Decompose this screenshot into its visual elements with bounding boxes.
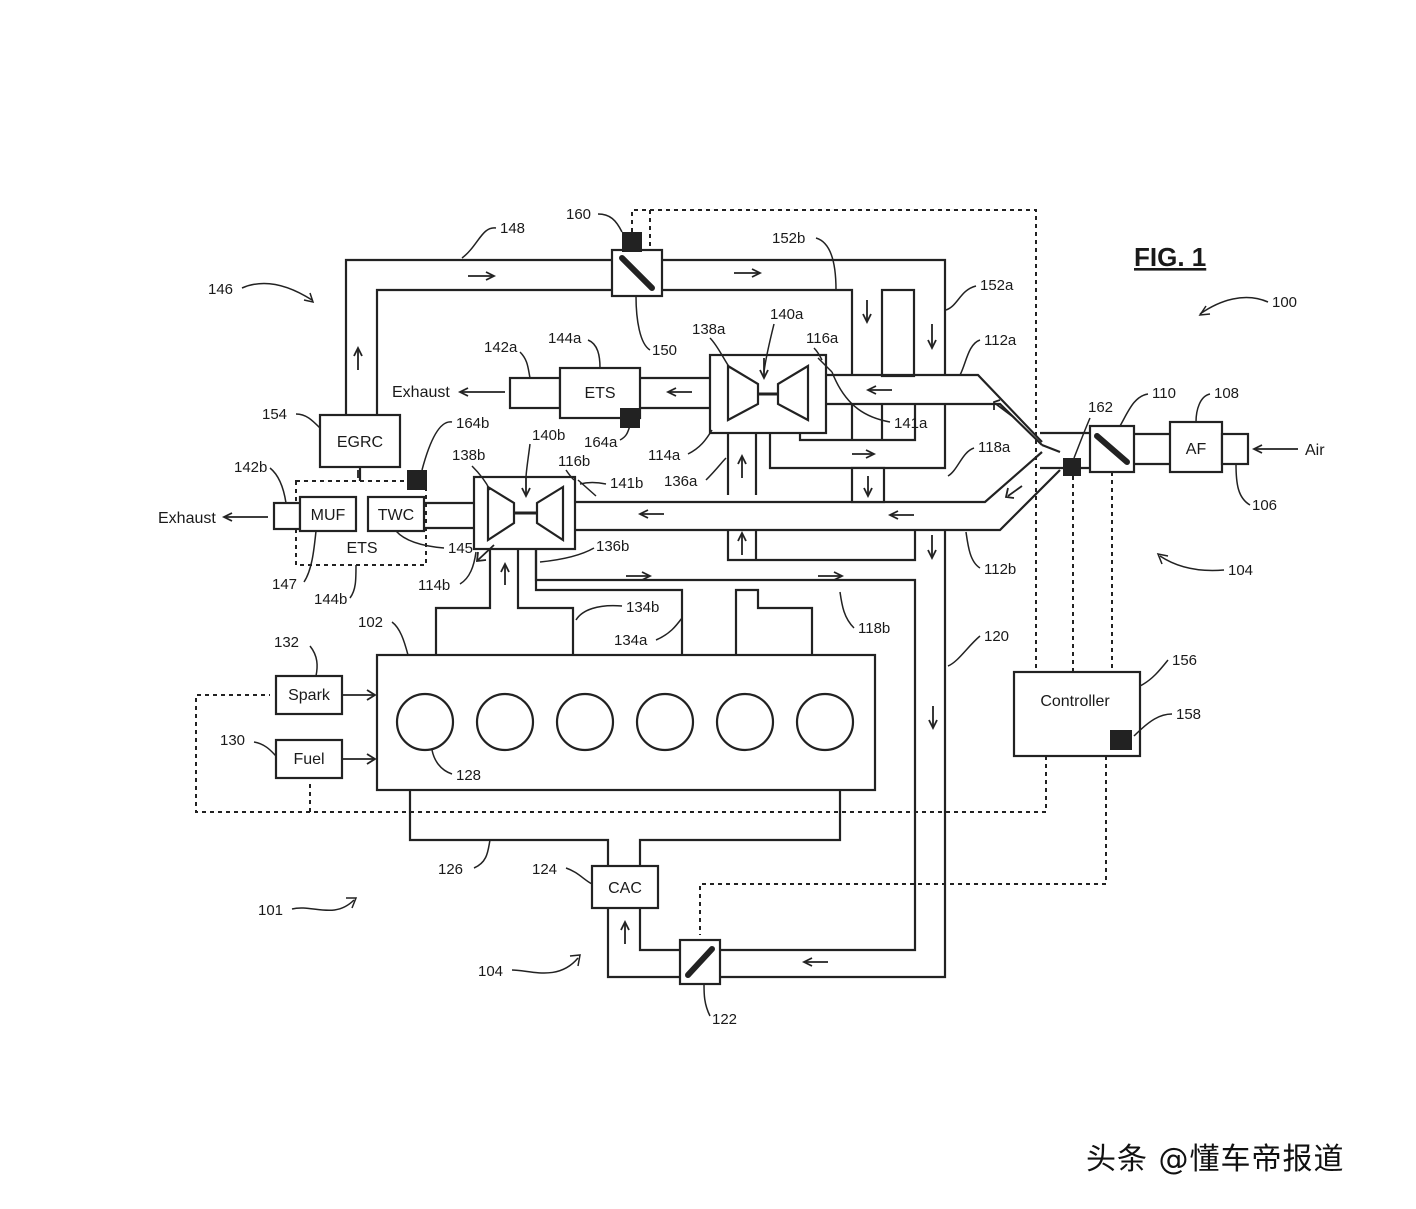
ref-126: 126: [438, 861, 463, 878]
af-label: AF: [1186, 441, 1207, 458]
ref-158: 158: [1176, 706, 1201, 723]
ref-144a: 144a: [548, 330, 582, 347]
muf-label: MUF: [311, 507, 346, 524]
exhaust-passages-b: [434, 530, 947, 979]
memory-158: [1110, 730, 1132, 750]
ref-154: 154: [262, 406, 287, 423]
ref-134b: 134b: [626, 599, 659, 616]
ref-114b: 114b: [418, 577, 450, 594]
ref-110: 110: [1152, 385, 1176, 402]
throttle-122: [678, 938, 722, 986]
egr-cooler-154: EGRC: [318, 413, 402, 481]
control-signal-lines: [195, 209, 1113, 935]
controller-156: Controller: [1012, 670, 1142, 758]
ref-120: 120: [984, 628, 1009, 645]
egrc-label: EGRC: [337, 434, 383, 451]
ref-128: 128: [456, 767, 481, 784]
sensor-164a: [620, 408, 640, 428]
ref-142b: 142b: [234, 459, 267, 476]
ref-134a: 134a: [614, 632, 648, 649]
air-inlet: Air: [1251, 442, 1325, 459]
ref-164b: 164b: [456, 415, 489, 432]
ref-132: 132: [274, 634, 299, 651]
ref-104b: 104: [478, 963, 503, 980]
cac-label: CAC: [608, 880, 642, 897]
fuel-130: Fuel: [274, 738, 377, 780]
figure-title: FIG. 1: [1134, 242, 1206, 272]
ref-138b: 138b: [452, 447, 485, 464]
ref-104a: 104: [1228, 562, 1253, 579]
turbocharger-a: [708, 353, 833, 435]
ref-144b: 144b: [314, 591, 347, 608]
ref-116b: 116b: [558, 453, 590, 470]
ref-114a: 114a: [648, 447, 681, 464]
ref-118b: 118b: [858, 620, 890, 637]
ref-102: 102: [358, 614, 383, 631]
exhaust-a-label: Exhaust: [392, 384, 450, 401]
exhaust-outlet-a: Exhaust: [392, 384, 505, 401]
twc-label: TWC: [378, 507, 414, 524]
ref-152a: 152a: [980, 277, 1014, 294]
sensor-162: [1063, 458, 1081, 476]
spark-label: Spark: [288, 687, 331, 704]
ref-118a: 118a: [978, 439, 1011, 456]
ref-141a: 141a: [894, 415, 928, 432]
ref-122: 122: [712, 1011, 737, 1028]
ets-a: ETS: [508, 366, 710, 428]
ets-b: MUF TWC ETS: [272, 470, 474, 566]
throttle-110: [1088, 424, 1136, 474]
ref-142a: 142a: [484, 339, 518, 356]
reference-numerals: 100 146 148 160 152b 152a 150 142a 144a …: [208, 206, 1297, 1028]
ref-164a: 164a: [584, 434, 618, 451]
ref-140a: 140a: [770, 306, 804, 323]
ref-130: 130: [220, 732, 245, 749]
ref-124: 124: [532, 861, 557, 878]
ref-112b: 112b: [984, 561, 1016, 578]
ets-b-label: ETS: [346, 540, 377, 557]
sensor-164b: [407, 470, 427, 490]
exhaust-outlet-b: Exhaust: [158, 510, 268, 527]
sensor-160: [622, 232, 642, 252]
ref-160: 160: [566, 206, 591, 223]
turbocharger-b: [472, 475, 597, 551]
ref-147: 147: [272, 576, 297, 593]
ref-108: 108: [1214, 385, 1239, 402]
ets-a-label: ETS: [584, 385, 615, 402]
ref-112a: 112a: [984, 332, 1017, 349]
air-label: Air: [1305, 442, 1325, 459]
exhaust-b-label: Exhaust: [158, 510, 216, 527]
spark-132: Spark: [274, 674, 377, 716]
intake-manifold-126: [408, 790, 842, 866]
ref-145: 145: [448, 540, 473, 557]
ref-100: 100: [1272, 294, 1297, 311]
ref-152b: 152b: [772, 230, 805, 247]
ref-106: 106: [1252, 497, 1277, 514]
engine-102: [375, 653, 877, 792]
ref-162: 162: [1088, 399, 1113, 416]
intake-passages: [575, 373, 1090, 532]
fuel-label: Fuel: [293, 751, 324, 768]
ref-148: 148: [500, 220, 525, 237]
ref-136a: 136a: [664, 473, 698, 490]
air-filter-108: AF: [1134, 420, 1250, 474]
ref-101: 101: [258, 902, 283, 919]
ref-140b: 140b: [532, 427, 565, 444]
ref-136b: 136b: [596, 538, 629, 555]
charge-air-cooler-124: CAC: [590, 864, 680, 979]
controller-label: Controller: [1040, 693, 1110, 710]
ref-138a: 138a: [692, 321, 726, 338]
egr-passage-148: [344, 258, 947, 415]
ref-116a: 116a: [806, 330, 839, 347]
ref-141b: 141b: [610, 475, 643, 492]
egr-valve-150: [610, 232, 664, 298]
ref-150: 150: [652, 342, 677, 359]
flow-arrows: [353, 268, 1023, 967]
ref-156: 156: [1172, 652, 1197, 669]
ref-146: 146: [208, 281, 233, 298]
watermark: 头条 @懂车帝报道: [1086, 1142, 1345, 1177]
